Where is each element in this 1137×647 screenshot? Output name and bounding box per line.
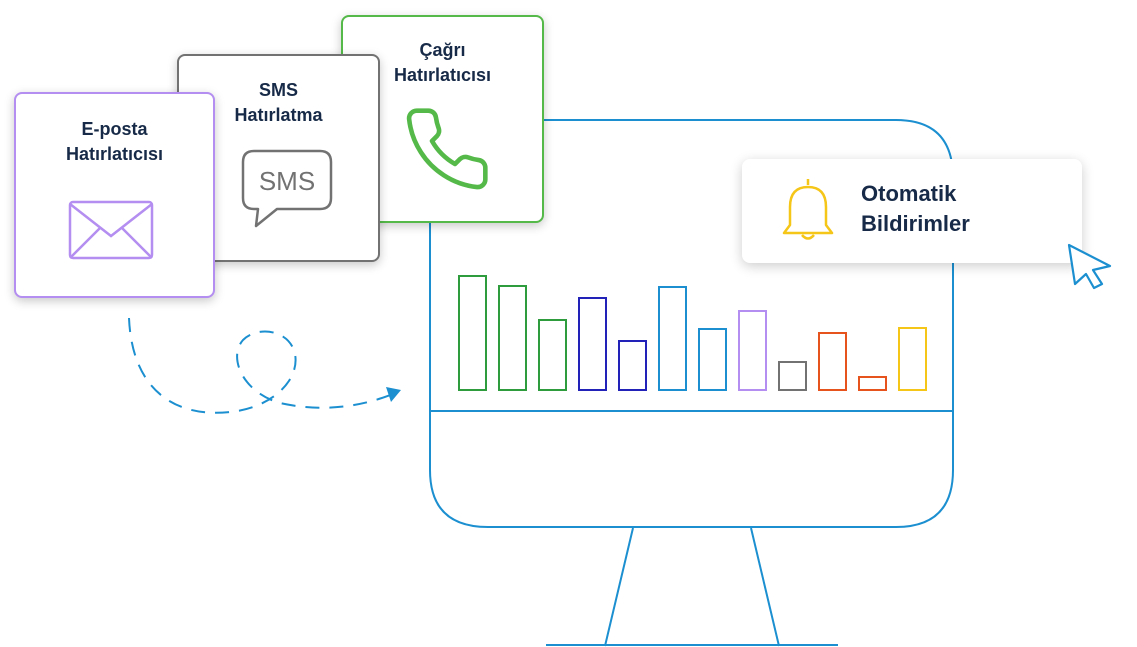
monitor-stand-right: [750, 527, 780, 647]
sms-card-title: SMS Hatırlatma: [179, 78, 378, 128]
notification-title: Otomatik Bildirimler: [861, 179, 970, 239]
chart-bar: [458, 275, 487, 391]
chart-bar: [898, 327, 927, 391]
chart-bar: [538, 319, 567, 391]
chart-bar: [658, 286, 687, 391]
chart-bar: [858, 376, 887, 391]
cursor-icon: [1067, 243, 1112, 290]
email-card-title: E-posta Hatırlatıcısı: [16, 117, 213, 167]
email-title-line2: Hatırlatıcısı: [65, 144, 164, 164]
sms-icon-label: SMS: [259, 166, 315, 196]
bar-chart: [458, 275, 927, 391]
monitor-stand-left: [604, 527, 634, 647]
chart-bar: [698, 328, 727, 391]
chart-bar: [578, 297, 607, 391]
chart-bar: [778, 361, 807, 391]
email-reminder-card[interactable]: E-posta Hatırlatıcısı: [14, 92, 215, 298]
bell-icon: [782, 179, 834, 240]
call-title-line1: Çağrı: [419, 40, 466, 60]
arrow-head: [386, 387, 401, 402]
email-title-line1: E-posta: [81, 119, 148, 139]
notification-title-line2: Bildirimler: [861, 211, 970, 236]
sms-title-line1: SMS: [258, 80, 298, 100]
dashed-flow-arrow: [128, 317, 399, 414]
sms-bubble-icon: SMS: [241, 149, 333, 228]
monitor-screen: [429, 119, 954, 528]
chart-bar: [498, 285, 527, 391]
envelope-icon: [68, 200, 154, 260]
chart-bar: [738, 310, 767, 391]
automatic-notifications-card[interactable]: Otomatik Bildirimler: [742, 159, 1082, 263]
sms-title-line2: Hatırlatma: [234, 105, 323, 125]
call-card-title: Çağrı Hatırlatıcısı: [343, 38, 542, 88]
chart-bar: [818, 332, 847, 391]
chart-bar: [618, 340, 647, 391]
notification-title-line1: Otomatik: [861, 181, 957, 206]
call-title-line2: Hatırlatıcısı: [393, 65, 492, 85]
phone-icon: [406, 108, 488, 190]
